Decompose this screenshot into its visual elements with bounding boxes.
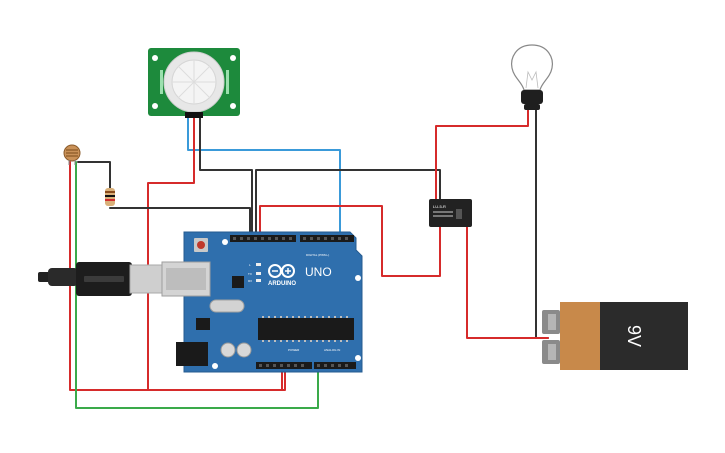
resistor[interactable] xyxy=(105,188,115,206)
pir-pin-header xyxy=(185,112,203,118)
board-mount-hole xyxy=(212,363,218,369)
battery-9v[interactable]: 9V xyxy=(542,302,688,370)
pir-label-strip xyxy=(226,70,229,94)
usb-b-jack-inner xyxy=(166,268,206,290)
arduino-logo-icon xyxy=(268,264,295,278)
relay[interactable]: LU-5-R xyxy=(429,199,472,227)
ldr-track xyxy=(66,149,78,157)
power-header[interactable] xyxy=(256,362,312,369)
battery-label: 9V xyxy=(624,325,644,347)
board-mount-hole xyxy=(355,275,361,281)
pir-sensor[interactable] xyxy=(148,48,240,118)
bulb-glass xyxy=(511,44,553,91)
usb-plug-metal xyxy=(129,264,163,294)
wire-relay-bulb[interactable] xyxy=(435,109,529,201)
resistor-band xyxy=(105,199,115,201)
light-bulb[interactable] xyxy=(511,44,553,110)
atmega-pins xyxy=(262,316,348,342)
usb-controller-chip xyxy=(232,276,244,288)
wire-relay-signal[interactable] xyxy=(259,205,441,277)
wire-ldr-resistor[interactable] xyxy=(109,207,251,239)
terminal-highlight xyxy=(548,344,556,360)
label-rx: RX xyxy=(248,279,252,283)
analog-header[interactable] xyxy=(314,362,356,369)
usb-plug-grip xyxy=(84,276,124,282)
wire-relay-battery[interactable] xyxy=(466,225,549,339)
pir-mount-hole xyxy=(230,55,236,61)
crystal-oscillator xyxy=(209,299,245,313)
led-l xyxy=(256,263,261,266)
usb-cable-strain xyxy=(48,268,78,286)
board-mount-hole xyxy=(355,355,361,361)
voltage-regulator xyxy=(196,318,210,330)
bottom-header-pins xyxy=(259,364,348,367)
resistor-band xyxy=(105,191,115,193)
pir-mount-hole xyxy=(230,103,236,109)
dc-barrel-jack xyxy=(176,342,208,366)
pir-mount-hole xyxy=(152,103,158,109)
usb-cable[interactable] xyxy=(38,262,163,296)
board-mount-hole xyxy=(222,239,228,245)
label-l: L xyxy=(249,263,251,267)
label-analog: ANALOG IN xyxy=(324,348,340,352)
arduino-model: UNO xyxy=(305,265,332,279)
wire-relay-gnd[interactable] xyxy=(255,169,441,239)
usb-cable-tail xyxy=(38,272,50,282)
label-tx: TX xyxy=(248,272,252,276)
led-rx xyxy=(256,279,261,282)
battery-copper-cap xyxy=(560,302,602,370)
label-power: POWER xyxy=(288,348,300,352)
pir-lens-facets xyxy=(172,60,216,104)
wire-pir-gnd[interactable] xyxy=(199,117,253,239)
terminal-highlight xyxy=(548,314,556,330)
bulb-socket xyxy=(521,90,543,104)
label-digital: DIGITAL (PWM~) xyxy=(306,253,329,257)
battery-body xyxy=(600,302,688,370)
relay-marking xyxy=(433,211,453,213)
wire-pir-signal[interactable] xyxy=(187,117,341,239)
relay-marking xyxy=(433,215,453,217)
digital-header-pins xyxy=(233,237,348,240)
relay-label: LU-5-R xyxy=(433,204,446,209)
pir-label-strip xyxy=(160,70,163,94)
resistor-band xyxy=(105,195,115,197)
atmega-chip xyxy=(258,318,354,340)
photoresistor[interactable] xyxy=(63,144,81,165)
led-tx xyxy=(256,272,261,275)
wire-bulb-battery[interactable] xyxy=(535,109,549,339)
pir-mount-hole xyxy=(152,55,158,61)
bulb-filament xyxy=(525,70,539,89)
arduino-brand: ARDUINO xyxy=(268,281,296,287)
arduino-uno[interactable]: L TX RX UNO ARDUINO DIGITAL (PWM~) xyxy=(161,231,363,373)
relay-terminal-mark xyxy=(456,209,462,219)
wire-ldr-top[interactable] xyxy=(77,161,111,191)
capacitor xyxy=(236,342,252,358)
bulb-socket-base xyxy=(524,104,540,110)
reset-button-cap xyxy=(197,241,205,249)
capacitor xyxy=(220,342,236,358)
